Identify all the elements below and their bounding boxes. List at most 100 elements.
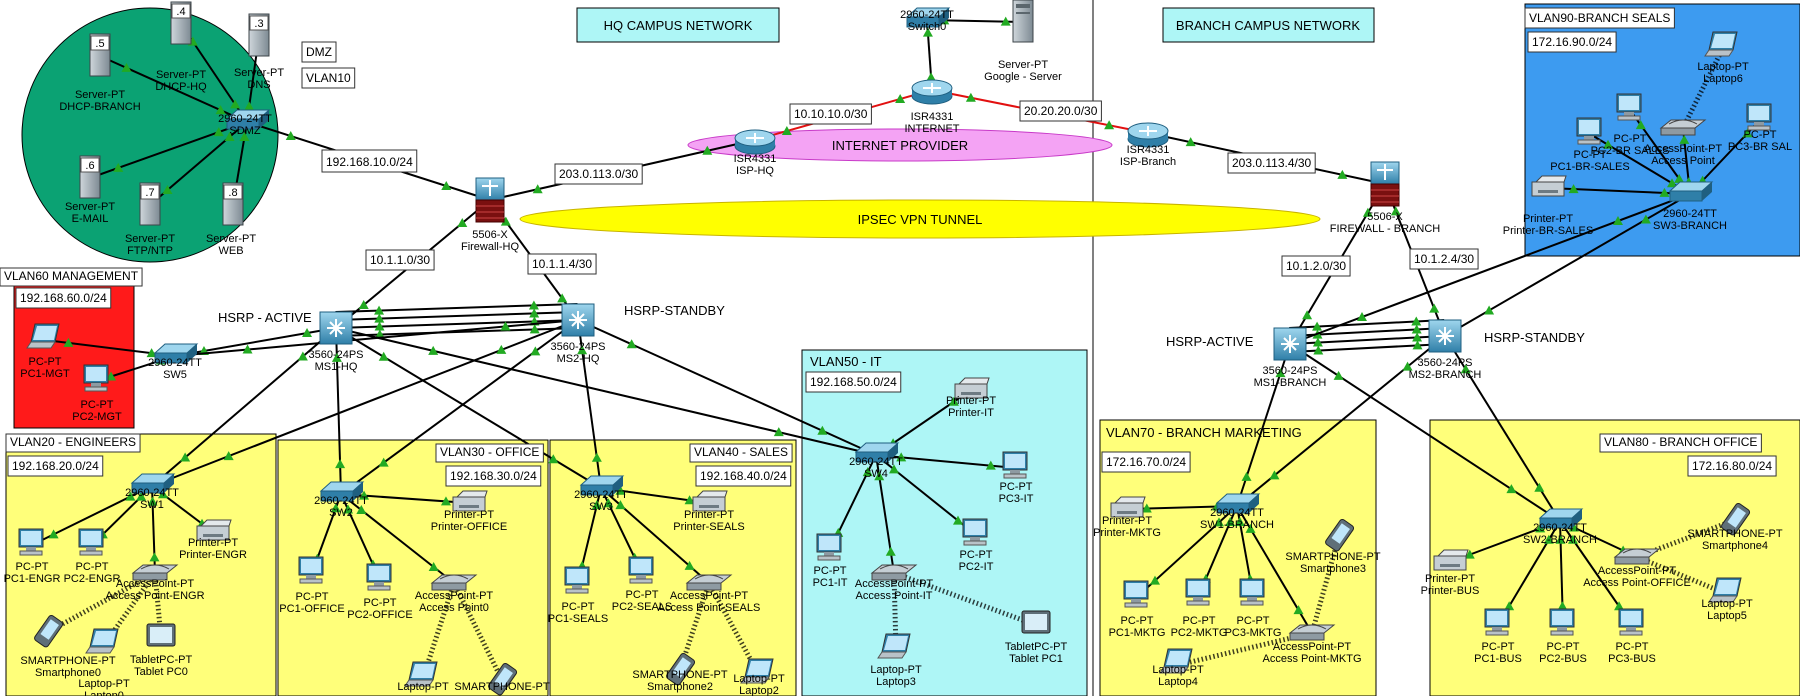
device-label-label: Printer-PT	[1102, 515, 1152, 527]
switch-device-icon[interactable]	[319, 481, 365, 502]
printer-device-icon[interactable]	[692, 490, 728, 512]
pc-device-icon[interactable]	[1185, 578, 1211, 606]
pc-device-icon[interactable]	[83, 364, 109, 392]
switch-device-icon[interactable]	[130, 473, 176, 494]
link-status-triangle	[926, 72, 937, 82]
pc-device-icon[interactable]	[628, 556, 654, 584]
link-status-triangle	[359, 490, 370, 500]
ap-device-icon[interactable]	[131, 564, 179, 581]
router-device-icon[interactable]	[1127, 122, 1169, 148]
device-name-label: PC2-MKTG	[1171, 627, 1228, 639]
pc-device-icon[interactable]	[962, 518, 988, 546]
printer-device-icon[interactable]	[954, 377, 990, 399]
mls-device-icon[interactable]	[319, 311, 353, 345]
pc-device-icon[interactable]	[1618, 608, 1644, 636]
ap-device-icon[interactable]	[1659, 119, 1707, 136]
link-status-triangle	[230, 99, 241, 109]
phone-device-icon[interactable]	[1720, 502, 1751, 536]
pc-device-icon[interactable]	[1002, 451, 1028, 479]
pc-device-icon[interactable]	[298, 556, 324, 584]
laptop-device-icon[interactable]	[1708, 577, 1742, 603]
switch-device-icon[interactable]	[854, 442, 900, 463]
switch-device-icon[interactable]	[905, 7, 951, 28]
tablet-device-icon[interactable]	[1021, 610, 1051, 634]
link-status-triangle	[1390, 206, 1401, 216]
phone-device-icon[interactable]	[487, 662, 518, 696]
pc-device-icon[interactable]	[1746, 103, 1772, 131]
pc-device-icon[interactable]	[1576, 117, 1602, 145]
device-name-label: PC2-MGT	[72, 411, 122, 423]
ap-device-icon[interactable]	[685, 574, 733, 591]
switch-device-icon[interactable]	[1538, 508, 1584, 529]
pc-device-icon[interactable]	[1484, 608, 1510, 636]
pc-device-icon[interactable]	[18, 528, 44, 556]
link-status-triangle	[548, 454, 559, 464]
device-label-label: Laptop-PT	[397, 681, 449, 693]
device-name-label: Printer-IT	[948, 407, 994, 419]
laptop-device-icon[interactable]	[85, 628, 119, 654]
link-status-triangle	[1543, 534, 1554, 544]
pc-device-icon[interactable]	[1123, 580, 1149, 608]
link-status-triangle	[702, 145, 713, 155]
router-device-icon[interactable]	[911, 79, 953, 105]
laptop-device-icon[interactable]	[877, 633, 911, 659]
device-label-label: Server-PT	[75, 89, 125, 101]
link-status-triangle	[440, 496, 451, 506]
laptop-device-icon[interactable]	[404, 661, 438, 687]
device-model-label: 2960-24TT	[148, 357, 202, 369]
ap-device-icon[interactable]	[1288, 624, 1336, 641]
device-label-label: PC-PT	[16, 561, 49, 573]
mls-device-icon[interactable]	[1428, 319, 1462, 353]
device-name-label: PC3-IT	[999, 493, 1034, 505]
firewall-device-icon[interactable]	[1370, 161, 1400, 207]
pc-device-icon[interactable]	[78, 528, 104, 556]
device-label-label: PC-PT	[29, 356, 62, 368]
cable-link	[577, 319, 877, 456]
vlan90-subnet-text: 172.16.90.0/24	[1532, 35, 1612, 49]
printer-device-icon[interactable]	[1433, 549, 1469, 571]
laptop-device-icon[interactable]	[1704, 31, 1738, 57]
switch-device-icon[interactable]	[579, 475, 625, 496]
switch-device-icon[interactable]	[1668, 181, 1714, 202]
tablet-device-icon[interactable]	[146, 623, 176, 647]
switch-device-icon[interactable]	[225, 109, 271, 130]
device-name-label: PC1-MGT	[20, 368, 70, 380]
pc-device-icon[interactable]	[1616, 93, 1642, 121]
printer-device-icon[interactable]	[1110, 496, 1146, 518]
ap-device-icon[interactable]	[430, 574, 478, 591]
device-label-label: AccessPoint-PT	[670, 590, 749, 602]
printer-device-icon[interactable]	[452, 490, 488, 512]
device-label-label: AccessPoint-PT	[1644, 143, 1723, 155]
router-device-icon[interactable]	[734, 129, 776, 155]
pc-device-icon[interactable]	[1239, 578, 1265, 606]
pc-device-icon[interactable]	[816, 533, 842, 561]
switch-device-icon[interactable]	[1215, 493, 1261, 514]
link-status-triangle	[1603, 139, 1613, 149]
server-device-icon[interactable]	[1012, 0, 1034, 43]
printer-device-icon[interactable]	[1531, 175, 1567, 197]
phone-device-icon[interactable]	[665, 652, 696, 686]
mls-device-icon[interactable]	[1273, 327, 1307, 361]
printer-device-icon[interactable]	[196, 519, 232, 541]
link-status-triangle	[1640, 214, 1651, 224]
laptop-device-icon[interactable]	[26, 323, 60, 349]
device-label-label: SMARTPHONE-PT	[20, 655, 115, 667]
phone-device-icon[interactable]	[33, 614, 64, 648]
pc-device-icon[interactable]	[1549, 608, 1575, 636]
device-name-label: SDMZ	[229, 125, 260, 137]
pc-device-icon[interactable]	[564, 566, 590, 594]
link-status-triangle	[1275, 368, 1286, 378]
phone-device-icon[interactable]	[1324, 518, 1355, 552]
link-status-triangle	[603, 498, 614, 508]
ap-device-icon[interactable]	[870, 564, 918, 581]
link-status-triangle	[378, 351, 389, 361]
firewall-device-icon[interactable]	[475, 177, 505, 223]
laptop-device-icon[interactable]	[1159, 648, 1193, 674]
link-status-triangle	[1402, 361, 1413, 371]
server-tag-text: .7	[145, 187, 154, 199]
mls-device-icon[interactable]	[561, 303, 595, 337]
pc-device-icon[interactable]	[366, 563, 392, 591]
ap-device-icon[interactable]	[1613, 548, 1661, 565]
switch-device-icon[interactable]	[153, 343, 199, 364]
laptop-device-icon[interactable]	[740, 658, 774, 684]
